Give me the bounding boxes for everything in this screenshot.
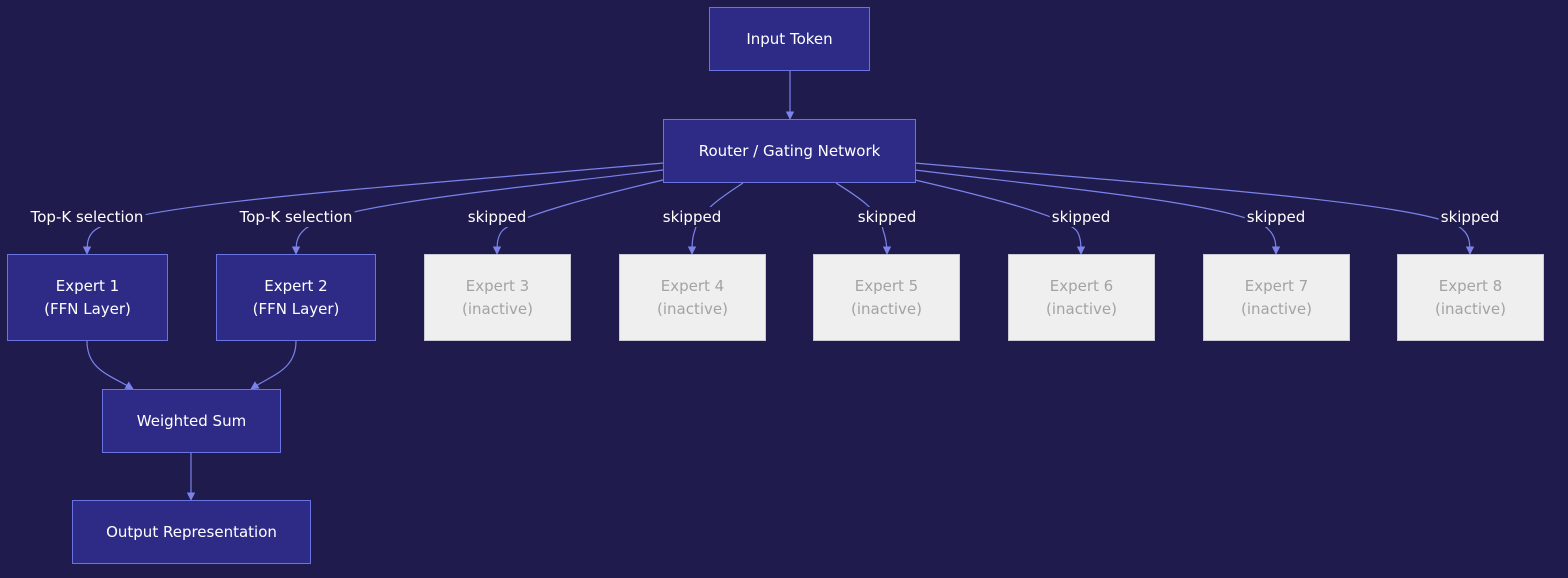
router-label: Router / Gating Network — [698, 141, 881, 160]
expert-name: Expert 4 — [660, 276, 725, 295]
edge-router-expert-1 — [82, 162, 664, 255]
expert-1-node: Expert 1 (FFN Layer) — [7, 254, 168, 341]
edge-router-expert-8 — [914, 162, 1475, 255]
expert-name: Expert 7 — [1244, 276, 1309, 295]
edge-label-expert-1: Top-K selection — [28, 207, 146, 227]
expert-subtitle: (FFN Layer) — [252, 299, 340, 318]
input-token-node: Input Token — [709, 7, 870, 71]
expert-5-node: Expert 5 (inactive) — [813, 254, 960, 341]
output-node: Output Representation — [72, 500, 311, 564]
expert-name: Expert 5 — [854, 276, 919, 295]
expert-subtitle: (inactive) — [462, 299, 533, 318]
expert-name: Expert 6 — [1049, 276, 1114, 295]
input-token-label: Input Token — [746, 29, 833, 48]
edge-label-expert-4: skipped — [660, 207, 724, 227]
weighted-sum-label: Weighted Sum — [136, 411, 247, 430]
expert-subtitle: (inactive) — [657, 299, 728, 318]
expert-6-node: Expert 6 (inactive) — [1008, 254, 1155, 341]
output-label: Output Representation — [106, 522, 277, 541]
expert-8-node: Expert 8 (inactive) — [1397, 254, 1544, 341]
expert-3-node: Expert 3 (inactive) — [424, 254, 571, 341]
edge-label-expert-6: skipped — [1049, 207, 1113, 227]
expert-7-node: Expert 7 (inactive) — [1203, 254, 1350, 341]
expert-name: Expert 1 — [55, 276, 120, 295]
expert-subtitle: (inactive) — [1435, 299, 1506, 318]
weighted-sum-node: Weighted Sum — [102, 389, 281, 453]
expert-4-node: Expert 4 (inactive) — [619, 254, 766, 341]
edge-label-expert-7: skipped — [1244, 207, 1308, 227]
expert-subtitle: (inactive) — [851, 299, 922, 318]
edge-label-expert-3: skipped — [465, 207, 529, 227]
edge-label-expert-8: skipped — [1438, 207, 1502, 227]
edge-label-expert-5: skipped — [855, 207, 919, 227]
expert-name: Expert 2 — [264, 276, 328, 295]
edge-router-expert-5 — [835, 182, 892, 255]
edge-expert-2-sum — [250, 340, 297, 390]
edge-router-expert-7 — [914, 169, 1281, 255]
expert-subtitle: (inactive) — [1046, 299, 1117, 318]
edge-router-expert-4 — [687, 182, 744, 255]
expert-subtitle: (FFN Layer) — [44, 299, 131, 318]
edge-expert-1-sum — [86, 340, 134, 390]
expert-2-node: Expert 2 (FFN Layer) — [216, 254, 376, 341]
edge-label-expert-2: Top-K selection — [237, 207, 355, 227]
expert-subtitle: (inactive) — [1241, 299, 1312, 318]
expert-name: Expert 3 — [465, 276, 530, 295]
router-node: Router / Gating Network — [663, 119, 916, 183]
expert-name: Expert 8 — [1438, 276, 1503, 295]
